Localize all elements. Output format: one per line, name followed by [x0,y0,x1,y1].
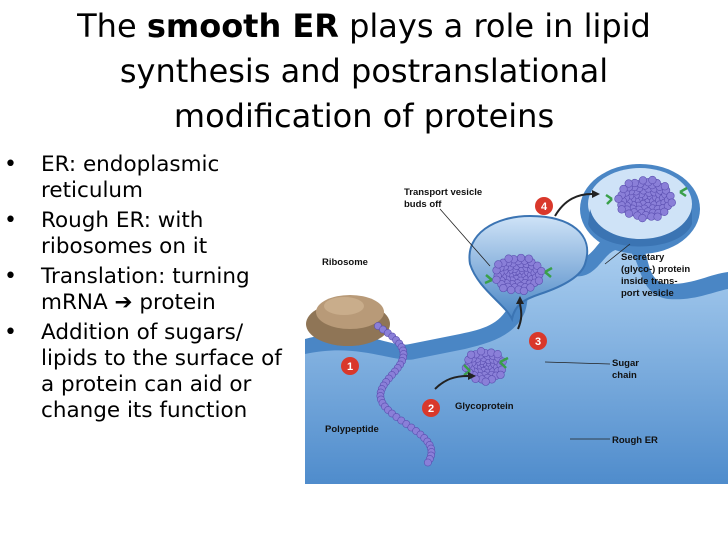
label-glycoprotein: Glycoprotein [455,401,514,412]
bullet-list: •ER: endoplasmic reticulum •Rough ER: wi… [0,152,300,428]
step-badge-3: 3 [529,332,547,350]
step-badge-4: 4 [535,197,553,215]
label-leader-lines [439,208,631,440]
arrow-right-icon: ➔ [114,290,133,315]
label-ribosome: Ribosome [322,257,368,268]
bullet-item: •Addition of sugars/ lipids to the surfa… [4,320,282,423]
bullet-dot-icon: • [4,152,17,177]
step-badge-1: 1 [341,357,359,375]
bullet-dot-icon: • [4,320,17,345]
slide-title: The smooth ER plays a role in lipid synt… [20,4,708,139]
svg-text:2: 2 [428,403,434,415]
bullet-item: •Translation: turning mRNA ➔ protein [4,264,250,315]
title-text-bold: smooth ER [146,7,339,45]
bullet-dot-icon: • [4,264,17,289]
label-sugar-chain: Sugar chain [612,358,642,381]
polypeptide-chain [374,322,436,467]
bullet-dot-icon: • [4,208,17,233]
label-secretory-protein: Secretary (glyco-) protein inside trans-… [621,252,693,299]
label-rough-er: Rough ER [612,435,658,446]
bullet-item: •Rough ER: with ribosomes on it [4,208,208,259]
process-arrows [434,193,593,390]
secretory-protein-blob [614,175,676,223]
er-diagram: 1 2 3 4 Transport vesicle buds off Ribos… [305,164,728,484]
svg-text:4: 4 [541,201,548,213]
vesicle-protein-blob [492,253,546,296]
svg-text:1: 1 [347,361,353,373]
svg-text:3: 3 [535,336,541,348]
title-text-post: plays a role in lipid synthesis and post… [119,7,651,135]
label-transport-vesicle: Transport vesicle buds off [404,187,485,210]
label-polypeptide: Polypeptide [325,424,379,435]
sugar-chain-icon [463,186,688,377]
bullet-item: •ER: endoplasmic reticulum [4,152,220,203]
title-text-pre: The [77,7,147,45]
step-badge-2: 2 [422,399,440,417]
ribosome [306,295,390,346]
